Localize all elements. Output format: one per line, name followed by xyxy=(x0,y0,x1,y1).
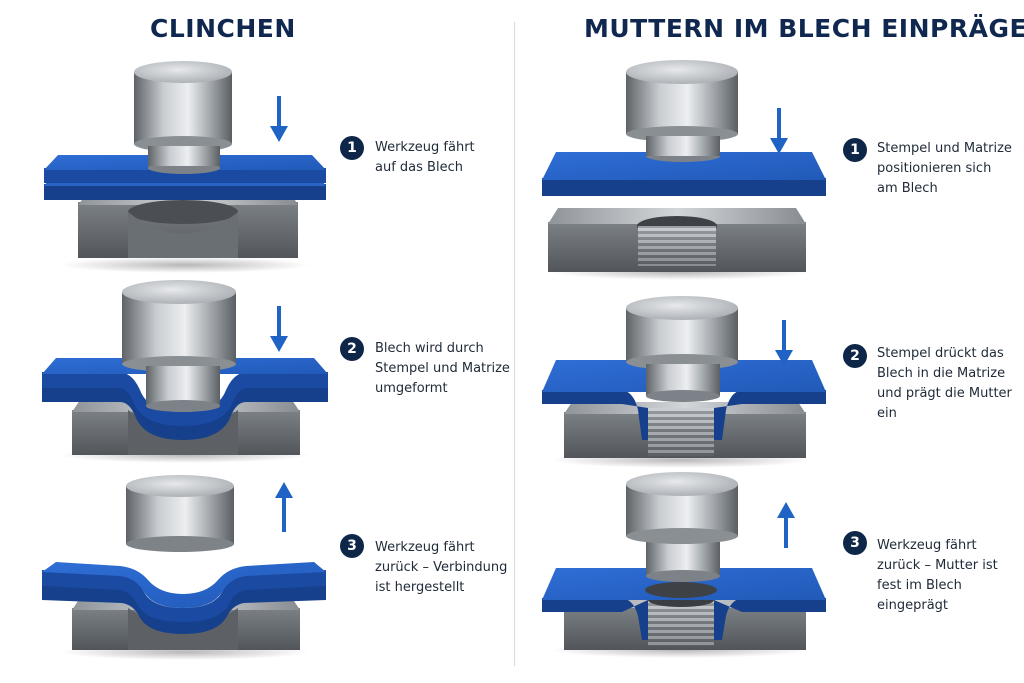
step-text-nut-1: Stempel und Matrize positionieren sich a… xyxy=(877,141,1012,196)
arrow-down-icon xyxy=(270,306,288,352)
nut-step2-illustration xyxy=(542,296,826,468)
clinch-step2-illustration xyxy=(42,280,328,463)
arrow-down-icon xyxy=(770,108,788,154)
nut-step3-illustration xyxy=(542,472,826,658)
step-text-nut-3: Werkzeug fährt zurück – Mutter ist fest … xyxy=(877,538,998,613)
step-badge-nut-2: 2 xyxy=(843,344,867,368)
arrow-down-icon xyxy=(270,96,288,142)
clinch-step3-illustration xyxy=(42,475,326,660)
arrow-up-icon xyxy=(777,502,795,548)
step-badge-clinch-2: 2 xyxy=(340,337,364,361)
step-badge-nut-3: 3 xyxy=(843,531,867,555)
step-text-clinch-2: Blech wird durch Stempel und Matrize umg… xyxy=(375,341,510,396)
title-muttern-einpraegen: MUTTERN IM BLECH EINPRÄGEN xyxy=(584,14,1024,43)
arrow-up-icon xyxy=(275,482,293,532)
nut-step1-illustration xyxy=(542,60,826,280)
step-badge-clinch-1: 1 xyxy=(340,136,364,160)
column-divider xyxy=(514,22,515,666)
step-badge-nut-1: 1 xyxy=(843,138,867,162)
clinch-step1-illustration xyxy=(44,61,326,273)
arrow-down-icon xyxy=(775,320,793,366)
step-text-nut-2: Stempel drückt das Blech in die Matrize … xyxy=(877,346,1012,421)
step-text-clinch-3: Werkzeug fährt zurück – Verbindung ist h… xyxy=(375,540,508,595)
step-badge-clinch-3: 3 xyxy=(340,534,364,558)
step-text-clinch-1: Werkzeug fährt auf das Blech xyxy=(375,140,475,175)
title-clinchen: CLINCHEN xyxy=(150,14,296,43)
